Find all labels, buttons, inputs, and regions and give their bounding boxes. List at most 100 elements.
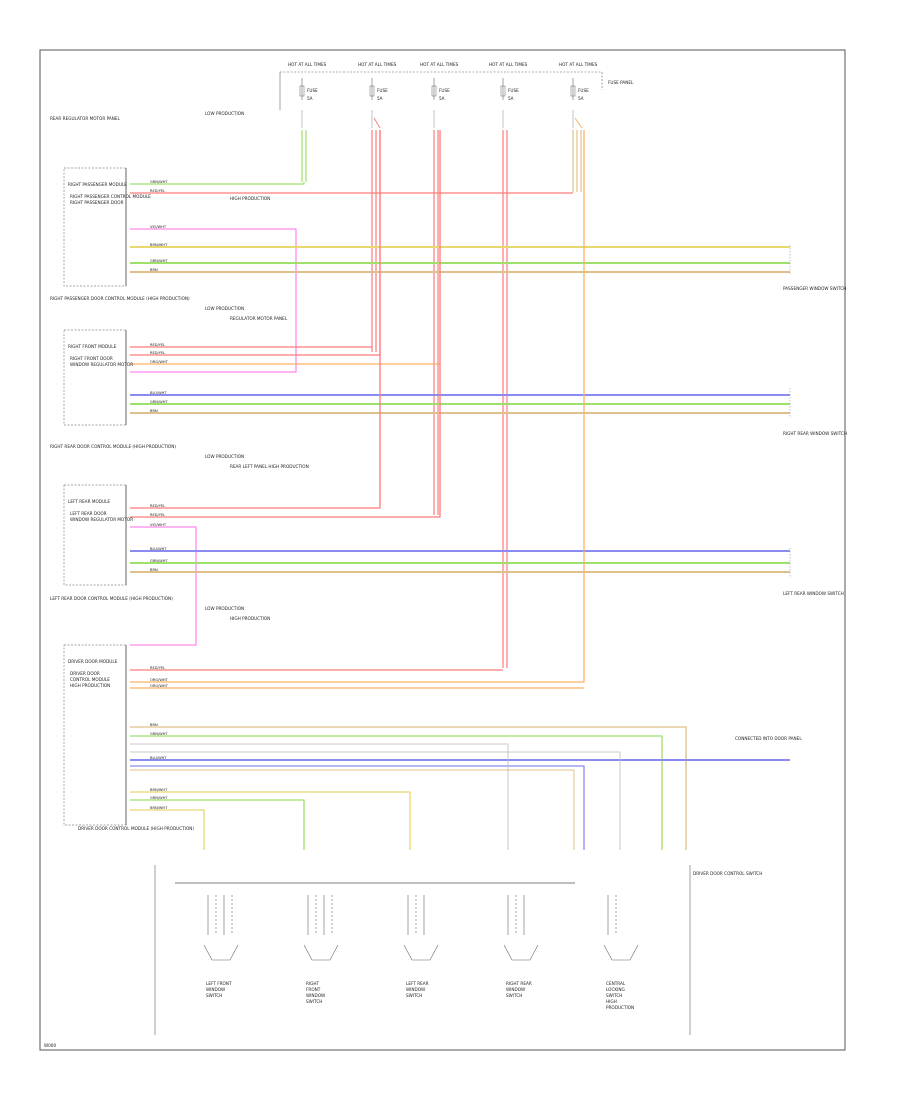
module-side-label: RIGHT PASSENGER CONTROL MODULE bbox=[70, 194, 151, 199]
module3-feed-red bbox=[130, 352, 381, 509]
switch-symbol bbox=[203, 944, 239, 961]
switch-label: CENTRAL bbox=[606, 981, 626, 986]
wire-code-label: BRN/WHT bbox=[150, 243, 168, 247]
module-side-label: DRIVER DOOR bbox=[70, 671, 100, 676]
fuse-icon bbox=[570, 85, 576, 97]
module-above-note: REAR REGULATOR MOTOR PANEL bbox=[50, 116, 120, 121]
module-prod-note: LOW PRODUCTION bbox=[205, 306, 244, 311]
right-note: RIGHT REAR WINDOW SWITCH bbox=[783, 431, 847, 436]
switch-label: SWITCH bbox=[406, 993, 422, 998]
fuse-header: HOT AT ALL TIMES bbox=[489, 62, 528, 67]
fuse-area: FUSE PANEL HOT AT ALL TIMES FUSE 5A HOT AT A… bbox=[279, 62, 634, 128]
module1-feed-green bbox=[130, 182, 305, 185]
switch-label: HIGH bbox=[606, 999, 617, 1004]
module4-out-tan bbox=[130, 726, 687, 850]
module4-out-yellow-drop bbox=[130, 809, 205, 850]
module-extra-note: HIGH PRODUCTION bbox=[230, 616, 270, 621]
module-prod-note: LOW PRODUCTION bbox=[205, 606, 244, 611]
wire-code-label: GRN/WHT bbox=[150, 732, 168, 736]
module-title: RIGHT FRONT MODULE bbox=[68, 344, 117, 349]
wire-code-label: GRN/WHT bbox=[150, 180, 168, 184]
module-title: LEFT REAR MODULE bbox=[68, 499, 110, 504]
module-prod-note: LOW PRODUCTION bbox=[205, 111, 244, 116]
switch-label: WINDOW bbox=[406, 987, 425, 992]
wire-code-label: ORG/WHT bbox=[150, 684, 169, 688]
fuse-label: FUSE bbox=[307, 88, 318, 93]
wire-code-label: BLU/WHT bbox=[150, 756, 167, 760]
module-above-note: RIGHT PASSENGER DOOR CONTROL MODULE (HIG… bbox=[50, 296, 190, 301]
module4-out-gray bbox=[130, 743, 509, 850]
module-side-label: WINDOW REGULATOR MOTOR bbox=[70, 517, 133, 522]
footer-code: W000 bbox=[44, 1043, 56, 1048]
wire-code-label: BRN bbox=[150, 268, 158, 272]
module3-feed-red bbox=[130, 130, 441, 518]
switch-symbol bbox=[603, 944, 639, 961]
wire-code-label: BRN/WHT bbox=[150, 788, 168, 792]
fuse-rating: 5A bbox=[307, 96, 313, 101]
switch-label: SWITCH bbox=[306, 999, 322, 1004]
right-note: PASSENGER WINDOW SWITCH bbox=[783, 286, 846, 291]
switch-label: FRONT bbox=[306, 987, 321, 992]
fuse-header: HOT AT ALL TIMES bbox=[420, 62, 459, 67]
module-extra-note: REGULATOR MOTOR PANEL bbox=[230, 316, 288, 321]
switch-label: RIGHT REAR bbox=[506, 981, 532, 986]
wire-code-label: GRN/WHT bbox=[150, 259, 168, 263]
switch-label: WINDOW bbox=[306, 993, 325, 998]
wire-code-label: GRN/WHT bbox=[150, 796, 168, 800]
module-extra-note: HIGH PRODUCTION bbox=[230, 196, 270, 201]
fuse-label: FUSE bbox=[377, 88, 388, 93]
module-above-note: RIGHT REAR DOOR CONTROL MODULE (HIGH PRO… bbox=[50, 444, 176, 449]
fuse-header: HOT AT ALL TIMES bbox=[288, 62, 327, 67]
fuse-label: FUSE bbox=[578, 88, 589, 93]
module4-out-gray bbox=[130, 751, 621, 850]
switch-label: LOCKING bbox=[606, 987, 625, 992]
orange-kink bbox=[574, 117, 583, 129]
switch-label: SWITCH bbox=[506, 993, 522, 998]
right-notes: PASSENGER WINDOW SWITCH RIGHT REAR WINDOW… bbox=[693, 245, 847, 876]
wire-code-label: VIO/WHT bbox=[150, 225, 167, 229]
wire-code-label: ORG/WHT bbox=[150, 678, 169, 682]
module4-out-blue-drop bbox=[130, 765, 585, 850]
fuse-box-label: FUSE PANEL bbox=[608, 80, 634, 85]
fuse-header: HOT AT ALL TIMES bbox=[358, 62, 397, 67]
wire-code-label: GRN/WHT bbox=[150, 559, 168, 563]
wire-code-label: RED/YEL bbox=[150, 351, 165, 355]
module4-out-yellow bbox=[130, 791, 411, 850]
pink-link-2 bbox=[130, 526, 197, 646]
switch-label: RIGHT bbox=[306, 981, 320, 986]
wire-code-label: RED/YEL bbox=[150, 189, 165, 193]
switch-label: SWITCH bbox=[206, 993, 222, 998]
module-side-label: WINDOW REGULATOR MOTOR bbox=[70, 362, 133, 367]
wires: GRN/WHT RED/YEL VIO/WHT BRN/WHT GRN/WHT BRN RE… bbox=[130, 117, 790, 850]
fuse-rating: 5A bbox=[377, 96, 383, 101]
module4-out-tan-drop bbox=[130, 769, 575, 850]
switch-symbol bbox=[503, 944, 539, 961]
switch-label: LEFT FRONT bbox=[206, 981, 232, 986]
fuse-icon bbox=[500, 85, 506, 97]
wire-code-label: BRN bbox=[150, 723, 158, 727]
wire-code-label: BRN bbox=[150, 409, 158, 413]
fuse-header: HOT AT ALL TIMES bbox=[559, 62, 598, 67]
module-above-note: LEFT REAR DOOR CONTROL MODULE (HIGH PROD… bbox=[50, 596, 173, 601]
fuse-box-top-edge bbox=[280, 71, 603, 90]
wire-code-label: RED/YEL bbox=[150, 504, 165, 508]
diagram-frame bbox=[39, 49, 846, 1051]
module4-out-green bbox=[130, 735, 663, 850]
fuse-icon bbox=[369, 85, 375, 97]
fuse-icon bbox=[431, 85, 437, 97]
right-note: DRIVER DOOR CONTROL SWITCH bbox=[693, 871, 762, 876]
wire-code-label: BRN/WHT bbox=[150, 806, 168, 810]
wire-code-label: BLU/WHT bbox=[150, 391, 167, 395]
fuse-rating: 5A bbox=[439, 96, 445, 101]
wire-code-label: RED/YEL bbox=[150, 666, 165, 670]
module-side-label: RIGHT PASSENGER DOOR bbox=[70, 200, 124, 205]
module4-out-green-drop bbox=[130, 799, 305, 850]
wire-code-label: VIO/WHT bbox=[150, 523, 167, 527]
module-side-label: CONTROL MODULE bbox=[70, 677, 110, 682]
switch-label: PRODUCTION bbox=[606, 1005, 634, 1010]
switch-label: WINDOW bbox=[506, 987, 525, 992]
module2-feed-red bbox=[130, 130, 381, 356]
module-extra-note: REAR LEFT PANEL HIGH PRODUCTION bbox=[230, 464, 309, 469]
